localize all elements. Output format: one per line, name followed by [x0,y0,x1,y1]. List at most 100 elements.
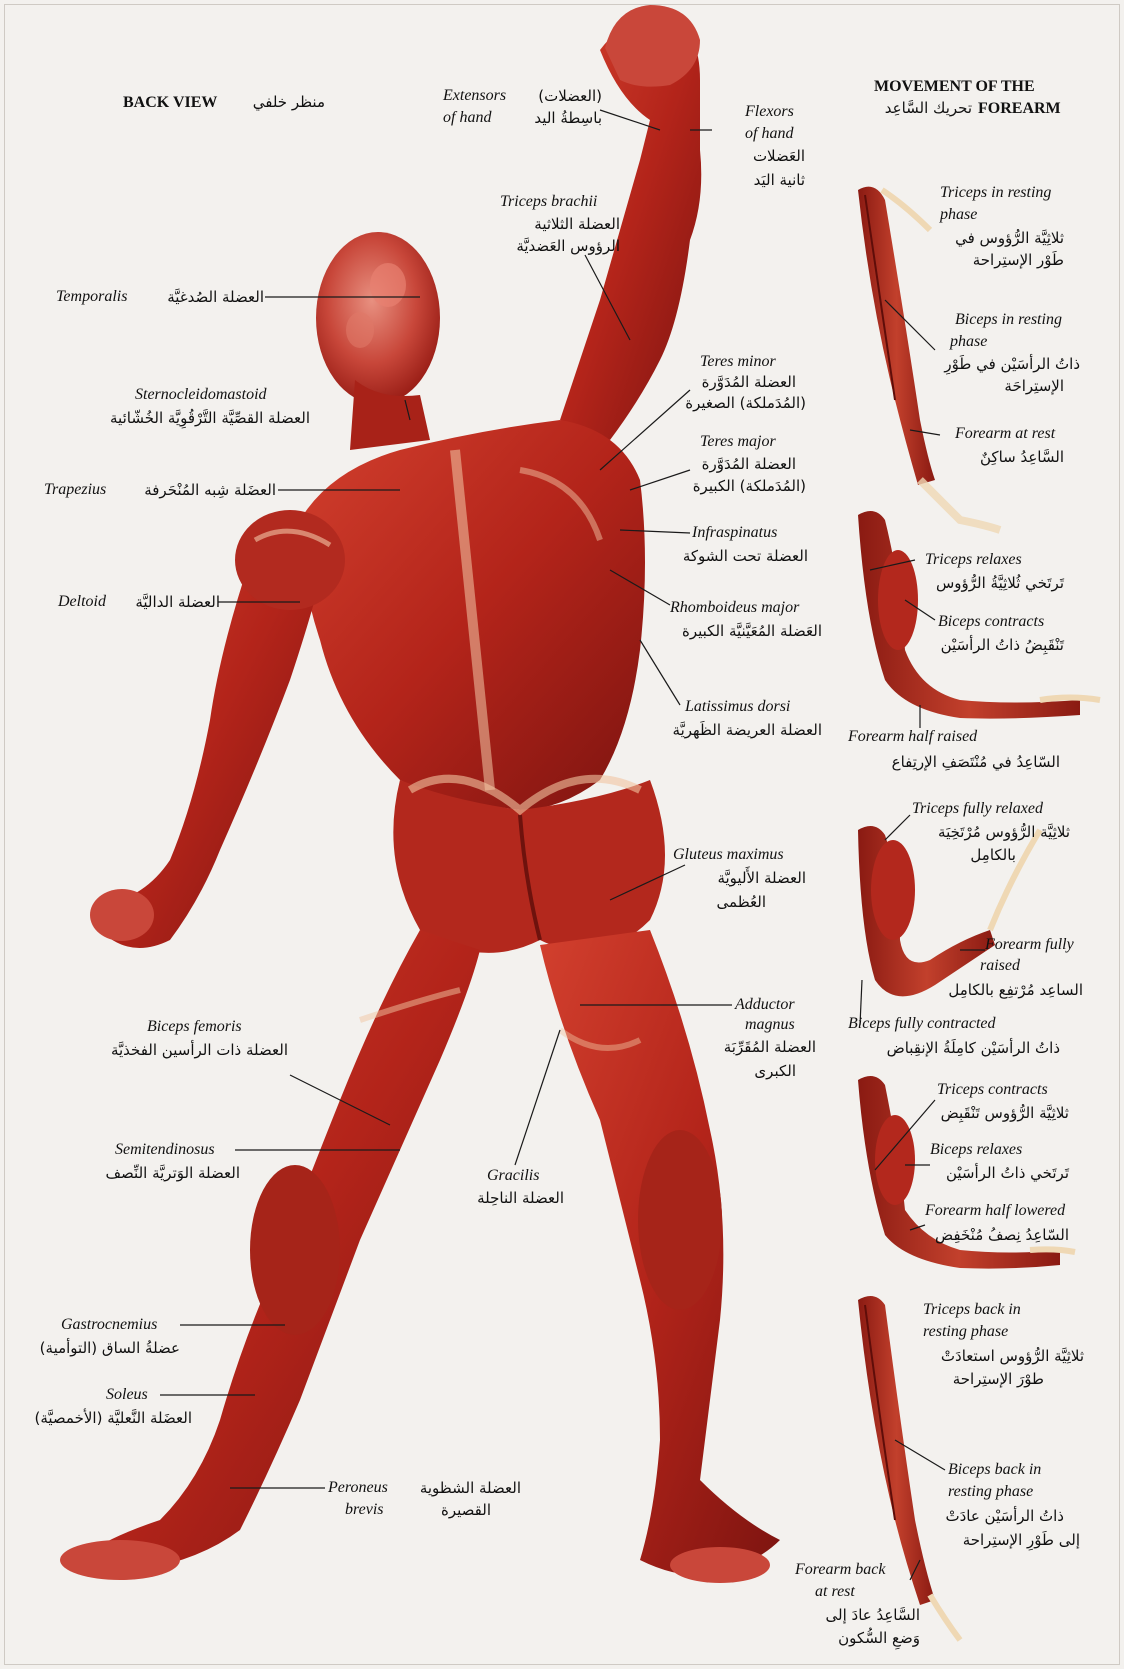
biceps-resting-label-en1: Biceps in resting [955,310,1062,330]
biceps-contracts-label-ar: تَنْقَبِضُ ذاتُ الرأسَيْن [900,635,1064,656]
biceps-back-label-en1: Biceps back in [948,1460,1041,1480]
adductor-label-ar1: العضلة المُقَرِّبَة [700,1037,816,1058]
biceps-back-label-en2: resting phase [948,1482,1033,1502]
trapezius-label-ar: العضَلة شِبه المُنْحَرفة [112,480,276,501]
forearm-fully-raised-label-en2: raised [980,956,1020,976]
flexors-label-en2: of hand [745,124,793,144]
triceps-contracts-label-ar: ثلاثِيَّة الرُّؤوس تَنْقَبِض [905,1103,1069,1124]
triceps-brachii-label-ar1: العضلة الثلاثية [470,214,620,235]
temporalis-label-en: Temporalis [56,287,127,307]
forearm-back-label-en1: Forearm back [795,1560,886,1580]
peroneus-label-ar1: العضلة الشظوية [395,1478,521,1499]
trapezius-label-en: Trapezius [44,480,106,500]
soleus-label-en: Soleus [106,1385,148,1405]
forearm-back-label-en2: at rest [815,1582,855,1602]
biceps-femoris-label-ar: العضلة ذات الرأسين الفخذيَّة [60,1040,288,1061]
biceps-femoris-label-en: Biceps femoris [147,1017,242,1037]
sternocleidomastoid-label-ar: العضلة القصِّيَّة التَّرْقُوِيَّة الخُشّ… [80,408,310,429]
biceps-resting-label-ar2: الإستِراحَة [920,376,1064,397]
triceps-brachii-label-en: Triceps brachii [500,192,597,212]
triceps-back-label-en1: Triceps back in [923,1300,1021,1320]
latissimus-label-ar: العضلة العريضة الظَهريَّة [650,720,822,741]
extensors-label-ar1: (العضلات) [506,86,602,107]
teres-major-label-ar1: العضلة المُدَوَّرة [660,454,796,475]
movement-title-line1: MOVEMENT OF THE [874,76,1035,98]
triceps-relaxes-label-ar: تَرتَخي ثُلاثِيَّةُ الرُّؤوس [900,573,1064,594]
triceps-back-label-ar2: طوْرَ الإستِراحة [900,1369,1044,1390]
forearm-half-lowered-label-en: Forearm half lowered [925,1201,1065,1221]
forearm-rest-label-ar: السَّاعِدُ ساكِنٌ [920,447,1064,468]
gastrocnemius-label-ar: عضلةُ الساق (التوأمية) [30,1338,180,1359]
biceps-resting-label-en2: phase [950,332,987,352]
adductor-label-en2: magnus [745,1015,795,1035]
latissimus-label-en: Latissimus dorsi [685,697,790,717]
sternocleidomastoid-label-en: Sternocleidomastoid [135,385,267,405]
infraspinatus-label-en: Infraspinatus [692,523,777,543]
extensors-label-ar2: باسِطةُ اليد [506,108,602,129]
gluteus-label-ar1: العضلة الأَليويَّة [650,868,806,889]
flexors-label-ar2: ثانية اليَد [700,170,805,191]
flexors-label-ar1: العَضلات [700,146,805,167]
forearm-rest-label-en: Forearm at rest [955,424,1055,444]
teres-minor-label-ar1: العضلة المُدَوَّرة [660,372,796,393]
biceps-relaxes-label-ar: تَرتَخي ذاتُ الرأسَيْن [905,1163,1069,1184]
flexors-label-en1: Flexors [745,102,794,122]
biceps-back-label-ar2: إلى طَوْرِ الإستِراحة [900,1530,1080,1551]
biceps-resting-label-ar1: ذاتُ الرأسَيْن في طَوْرِ [920,354,1080,375]
gluteus-label-ar2: العُظمى [650,892,766,913]
rhomboideus-label-en: Rhomboideus major [670,598,799,618]
infraspinatus-label-ar: العضلة تحت الشوكة [650,546,808,567]
triceps-resting-label-en1: Triceps in resting [940,183,1051,203]
triceps-back-label-en2: resting phase [923,1322,1008,1342]
forearm-half-raised-label-ar: السّاعِدُ في مُنْتَصَفِ الإرتِفاع [830,752,1060,773]
forearm-back-label-ar1: السَّاعِدُ عادَ إلى [790,1605,920,1626]
forearm-half-lowered-label-ar: السّاعِدُ نِصفُ مُنْخَفِض [905,1225,1069,1246]
extensors-label-en2: of hand [443,108,491,128]
semitendinosus-label-ar: العضلة الوَتريَّة النِّصف [60,1163,240,1184]
teres-minor-label-en: Teres minor [700,352,776,372]
biceps-fully-contracted-label-en: Biceps fully contracted [848,1014,996,1034]
movement-title-ar: تحريك السَّاعِد [860,98,972,119]
triceps-contracts-label-en: Triceps contracts [937,1080,1048,1100]
forearm-fully-raised-label-ar: الساعِد مُرْتفِع بالكامِل [905,980,1083,1001]
forearm-back-label-ar2: وَضعِ السُّكون [790,1628,920,1649]
peroneus-label-en2: brevis [345,1500,384,1520]
triceps-relaxes-label-en: Triceps relaxes [925,550,1022,570]
teres-minor-label-ar2: (المُدَملكة) الصغيرة [660,393,806,414]
movement-title-line2: FOREARM [978,98,1061,120]
teres-major-label-en: Teres major [700,432,776,452]
triceps-back-label-ar1: ثلاثِيَّة الرُّؤوس استعادَتْ [900,1346,1084,1367]
triceps-fully-relaxed-label-ar1: ثلاثِيَّة الرُّؤوس مُرْتَخِيَة [900,822,1070,843]
adductor-label-en1: Adductor [735,995,795,1015]
deltoid-label-en: Deltoid [58,592,106,612]
peroneus-label-en1: Peroneus [328,1478,388,1498]
triceps-resting-label-ar1: ثلاثِيَّة الرُّؤوس في [920,228,1064,249]
triceps-resting-label-ar2: طَوْر الإستِراحة [920,250,1064,271]
biceps-contracts-label-en: Biceps contracts [938,612,1044,632]
semitendinosus-label-en: Semitendinosus [115,1140,215,1160]
triceps-fully-relaxed-label-en: Triceps fully relaxed [912,799,1043,819]
soleus-label-ar: العضَلة النَّعليَّة (الأخمصيَّة) [8,1408,192,1429]
extensors-label-en1: Extensors [443,86,506,106]
triceps-fully-relaxed-label-ar2: بالكامِل [900,845,1016,866]
forearm-fully-raised-label-en1: Forearm fully [985,935,1074,955]
back-view-ar: منظر خلفي [230,92,325,113]
biceps-fully-contracted-label-ar: ذاتُ الرأسَيْن كامِلَةُ الإنقِباض [830,1038,1060,1059]
biceps-relaxes-label-en: Biceps relaxes [930,1140,1022,1160]
peroneus-label-ar2: القصيرة [395,1500,491,1521]
temporalis-label-ar: العضلة الصُدغيَّة [140,287,264,308]
back-view-heading: BACK VIEW [123,92,217,114]
rhomboideus-label-ar: العَضلة المُعَيَّنيَّة الكبيرة [650,621,822,642]
adductor-label-ar2: الكبرى [700,1061,796,1082]
teres-major-label-ar2: (المُدَملكة) الكبيرة [660,476,806,497]
back-view-en: BACK VIEW [123,94,217,111]
gracilis-label-ar: العضلة الناحِلة [440,1188,564,1209]
biceps-back-label-ar1: ذاتُ الرأسَيْن عادَتْ [900,1506,1064,1527]
triceps-resting-label-en2: phase [940,205,977,225]
gastrocnemius-label-en: Gastrocnemius [61,1315,157,1335]
triceps-brachii-label-ar2: الرؤوس العَضديَّة [470,236,620,257]
gluteus-label-en: Gluteus maximus [673,845,784,865]
gracilis-label-en: Gracilis [487,1166,539,1186]
deltoid-label-ar: العضلة الداليَّة [112,592,220,613]
